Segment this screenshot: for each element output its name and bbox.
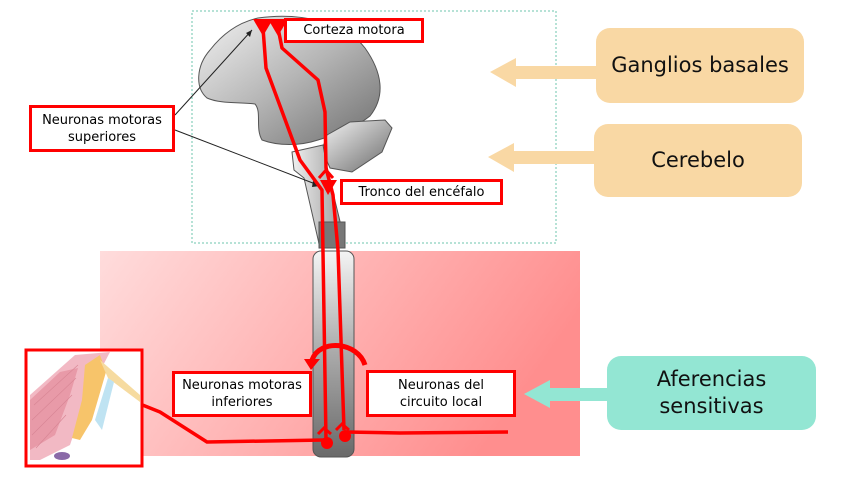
input-sensory-line2: sensitivas bbox=[659, 394, 764, 418]
arrow-cerebellum-icon bbox=[488, 143, 596, 172]
label-motor-cortex-text: Corteza motora bbox=[303, 23, 405, 38]
cerebrum-shape bbox=[198, 15, 381, 145]
label-upper-motor-neurons-line1: Neuronas motoras bbox=[42, 112, 162, 128]
muscle-inset-frame bbox=[24, 348, 144, 468]
spinal-cord-shape bbox=[312, 250, 355, 458]
label-lower-motor-neurons-line1: Neuronas motoras bbox=[182, 378, 302, 393]
brain-region-frame bbox=[191, 10, 557, 244]
label-lower-motor-neurons-line2: inferiores bbox=[211, 395, 273, 410]
input-sensory-line1: Aferencias bbox=[656, 367, 767, 391]
input-basal-ganglia-text: Ganglios basales bbox=[611, 53, 789, 77]
input-box-basal-ganglia: Ganglios basales bbox=[596, 28, 804, 103]
label-brainstem-text: Tronco del encéfalo bbox=[358, 184, 485, 200]
pathway-afferent bbox=[345, 430, 509, 435]
label-motor-cortex: Corteza motora bbox=[284, 18, 424, 43]
cortex-neuron-soma-1 bbox=[253, 19, 273, 36]
local-circuit-curved-arrow bbox=[309, 343, 368, 366]
arrow-basal-ganglia-icon bbox=[490, 58, 598, 87]
muscle-inset-image bbox=[26, 350, 142, 466]
pathway-corticospinal-1 bbox=[261, 27, 328, 441]
input-box-sensory-afferents: Aferencias sensitivas bbox=[607, 356, 816, 430]
curved-arrow-head bbox=[304, 359, 320, 370]
arrow-sensory-icon bbox=[524, 380, 612, 408]
label-upper-motor-neurons-line2: superiores bbox=[67, 129, 136, 145]
lmn-synapse bbox=[316, 425, 332, 436]
lmn-soma bbox=[321, 437, 333, 449]
local-circuit-soma bbox=[339, 430, 351, 442]
cortex-neuron-soma-2 bbox=[268, 19, 288, 36]
pointer-arrowhead-cortex bbox=[246, 30, 252, 37]
input-box-cerebellum: Cerebelo bbox=[594, 124, 802, 197]
brainstem-synapse bbox=[317, 167, 335, 179]
label-lower-motor-neurons: Neuronas motoras inferiores bbox=[172, 371, 312, 417]
label-local-circuit-line2: circuito local bbox=[399, 394, 483, 410]
pathway-lmn-axon bbox=[139, 402, 325, 444]
pointer-line-to-cortex bbox=[174, 29, 253, 116]
brainstem-neuron-soma bbox=[320, 180, 337, 195]
local-circuit-synapse bbox=[334, 421, 350, 432]
motor-pathways bbox=[139, 27, 509, 444]
input-cerebellum-text: Cerebelo bbox=[651, 148, 745, 172]
label-local-circuit-neurons: Neuronas del circuito local bbox=[366, 370, 516, 417]
label-local-circuit-line1: Neuronas del bbox=[398, 377, 484, 393]
label-brainstem: Tronco del encéfalo bbox=[340, 179, 503, 205]
label-upper-motor-neurons: Neuronas motoras superiores bbox=[29, 105, 175, 152]
pathway-corticospinal-2 bbox=[276, 27, 346, 431]
pointer-line-to-brainstem bbox=[174, 129, 319, 186]
